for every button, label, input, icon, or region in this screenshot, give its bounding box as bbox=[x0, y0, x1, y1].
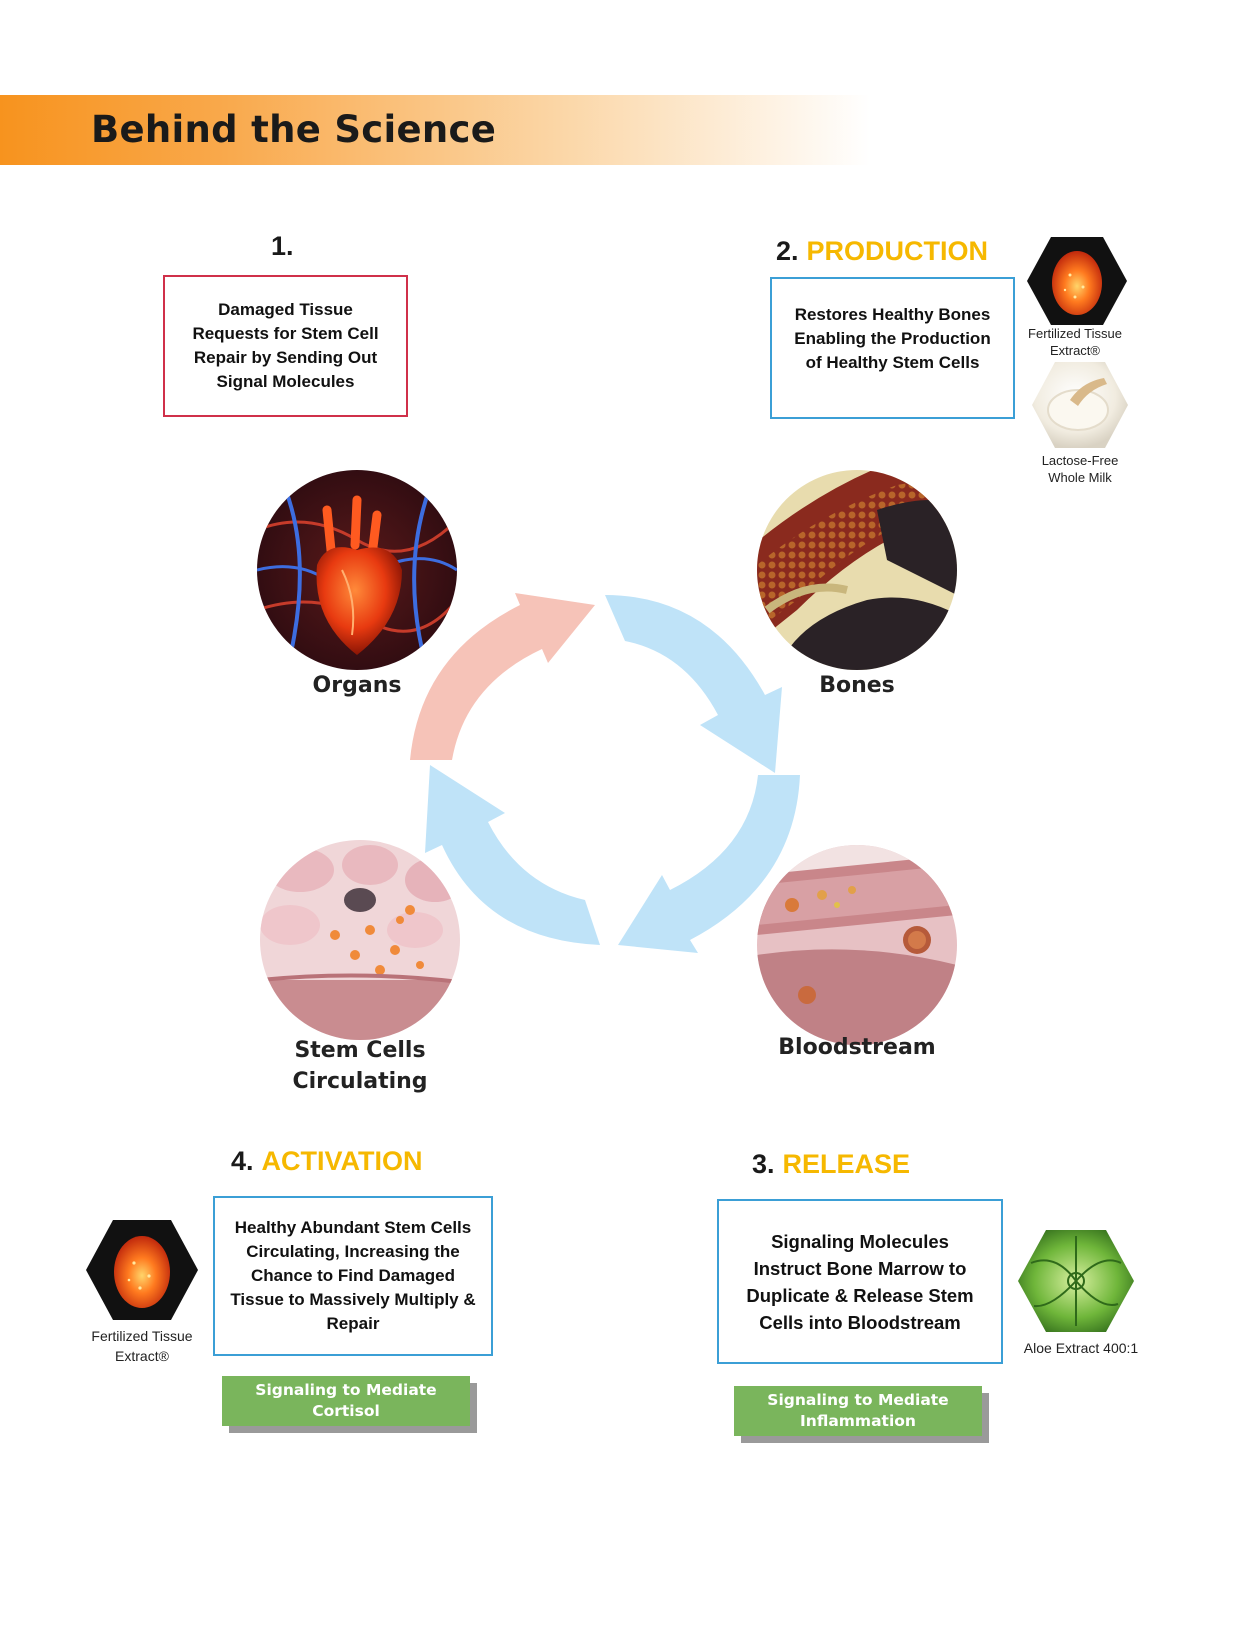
ingredient-label-fte-bottom: Fertilized Tissue Extract® bbox=[72, 1326, 212, 1366]
ingredient-label-milk: Lactose-Free Whole Milk bbox=[1010, 452, 1150, 486]
step-4-box: Healthy Abundant Stem Cells Circulating,… bbox=[213, 1196, 493, 1356]
step-1-box: Damaged Tissue Requests for Stem Cell Re… bbox=[163, 275, 408, 417]
step-1-number: 1. bbox=[271, 231, 294, 261]
fte-top-line2: Extract® bbox=[1049, 343, 1101, 358]
step-3-number: 3. bbox=[752, 1149, 775, 1179]
cycle-arrows bbox=[410, 593, 800, 953]
step-3-heading: 3.RELEASE bbox=[752, 1149, 910, 1180]
step-4-text: Healthy Abundant Stem Cells Circulating,… bbox=[230, 1218, 476, 1333]
ingredient-label-fte-top: Fertilized Tissue Extract® bbox=[1005, 325, 1145, 359]
stem-cells-line2: Circulating bbox=[292, 1069, 428, 1094]
arrow-stemcells-to-organs bbox=[425, 765, 600, 945]
stem-cells-line1: Stem Cells bbox=[294, 1038, 426, 1063]
step-4-word: ACTIVATION bbox=[261, 1146, 423, 1176]
inflammation-signal-button: Signaling to Mediate Inflammation bbox=[734, 1386, 982, 1436]
step-2-word: PRODUCTION bbox=[806, 236, 989, 266]
bones-image bbox=[757, 470, 957, 670]
egg-icon-bottom bbox=[86, 1220, 198, 1320]
bloodstream-label: Bloodstream bbox=[778, 1035, 936, 1060]
inflammation-line1: Signaling to Mediate bbox=[767, 1391, 949, 1409]
arrow-bones-to-bloodstream bbox=[605, 595, 782, 773]
bones-label: Bones bbox=[819, 673, 895, 698]
bloodstream-image bbox=[757, 845, 957, 1045]
arrow-bloodstream-to-stemcells bbox=[618, 775, 800, 953]
heart-organ-image bbox=[257, 470, 457, 670]
bone-marrow-image bbox=[757, 470, 957, 670]
step-1-text: Damaged Tissue Requests for Stem Cell Re… bbox=[192, 300, 379, 391]
page-title: Behind the Science bbox=[91, 108, 497, 151]
milk-icon bbox=[1032, 362, 1128, 448]
fte-bottom-line2: Extract® bbox=[115, 1348, 169, 1364]
step-2-text: Restores Healthy Bones Enabling the Prod… bbox=[794, 305, 991, 372]
step-3-word: RELEASE bbox=[782, 1149, 911, 1179]
step-3-text: Signaling Molecules Instruct Bone Marrow… bbox=[746, 1230, 974, 1333]
stem-cells-image-art bbox=[260, 840, 460, 1040]
fte-top-line1: Fertilized Tissue bbox=[1028, 326, 1122, 341]
egg-icon bbox=[1027, 237, 1127, 325]
header-banner bbox=[0, 95, 870, 165]
milk-line2: Whole Milk bbox=[1048, 470, 1112, 485]
step-2-heading: 2.PRODUCTION bbox=[776, 236, 988, 267]
bloodstream-image-art bbox=[757, 845, 957, 1045]
fte-bottom-line1: Fertilized Tissue bbox=[91, 1328, 193, 1344]
cortisol-line1: Signaling to Mediate bbox=[255, 1381, 437, 1399]
stem-cells-image bbox=[260, 840, 460, 1040]
cortisol-signal-button: Signaling to Mediate Cortisol bbox=[222, 1376, 470, 1426]
step-2-number: 2. bbox=[776, 236, 799, 266]
step-2-box: Restores Healthy Bones Enabling the Prod… bbox=[770, 277, 1015, 419]
milk-line1: Lactose-Free bbox=[1041, 453, 1119, 468]
step-3-box: Signaling Molecules Instruct Bone Marrow… bbox=[717, 1199, 1003, 1364]
step-1-heading: 1. bbox=[271, 231, 294, 262]
organs-label: Organs bbox=[312, 673, 402, 698]
inflammation-line2: Inflammation bbox=[800, 1412, 916, 1430]
aloe-icon bbox=[1018, 1230, 1134, 1332]
arrow-organs-to-bones bbox=[410, 593, 595, 760]
step-4-heading: 4.ACTIVATION bbox=[231, 1146, 423, 1177]
cortisol-line2: Cortisol bbox=[312, 1402, 380, 1420]
organs-image bbox=[257, 470, 457, 670]
step-4-number: 4. bbox=[231, 1146, 254, 1176]
stem-cells-label: Stem Cells Circulating bbox=[230, 1035, 490, 1097]
ingredient-label-aloe: Aloe Extract 400:1 bbox=[1023, 1340, 1139, 1356]
